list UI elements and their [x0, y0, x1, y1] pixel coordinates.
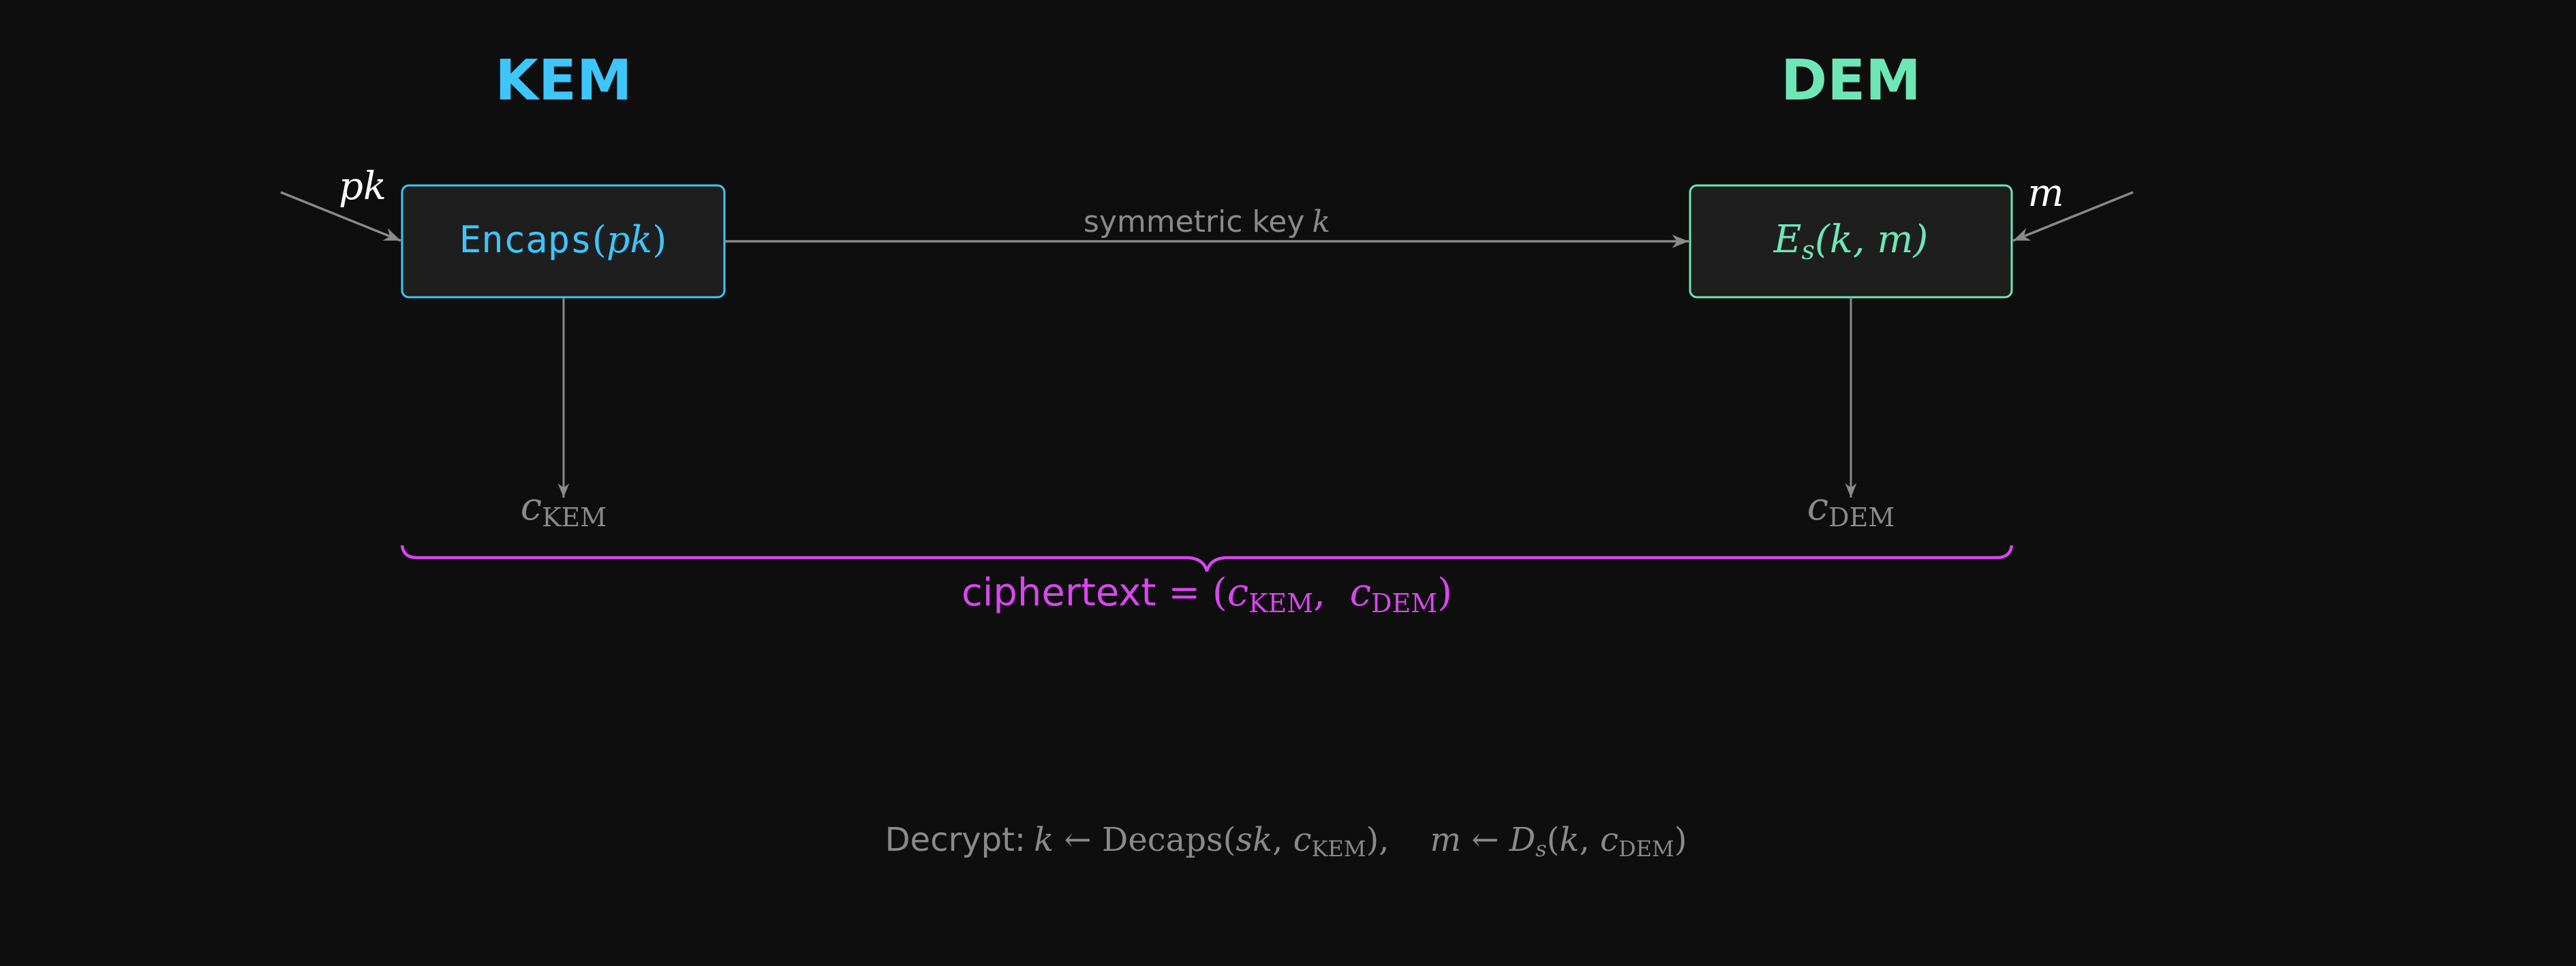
c-kem-label: cKEM — [521, 485, 607, 532]
ciphertext-formula: ciphertext = (cKEM, cDEM) — [962, 571, 1452, 618]
pk-input-label: pk — [339, 164, 386, 209]
m-input-label: m — [2027, 171, 2064, 215]
encaps-label: Encaps(pk) — [459, 218, 667, 261]
c-dem-label: cDEM — [1807, 485, 1895, 532]
dem-title: DEM — [1781, 48, 1921, 113]
ciphertext-brace — [400, 545, 2014, 572]
dem-encrypt-label: Es(k, m) — [1773, 217, 1929, 265]
symmetric-key-label: symmetric key k — [1084, 205, 1330, 239]
pk-input-arrow — [280, 191, 401, 242]
kem-title: KEM — [495, 48, 632, 113]
encaps-box: Encaps(pk) — [401, 184, 726, 299]
m-input-arrow — [2012, 191, 2134, 242]
dem-encrypt-box: Es(k, m) — [1689, 184, 2013, 299]
decrypt-formula: Decrypt: k ← Decaps(sk, cKEM), m ← Ds(k,… — [885, 821, 1687, 862]
